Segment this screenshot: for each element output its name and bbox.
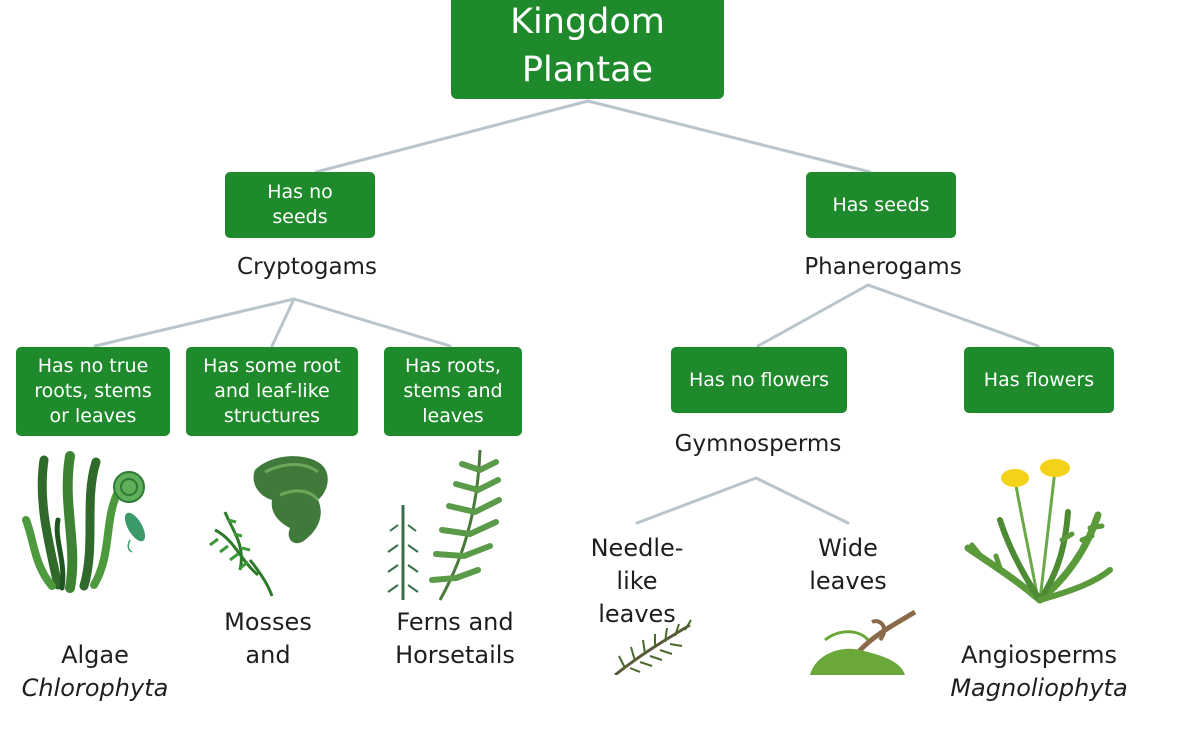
mosses-caption: Mosses and [224, 608, 312, 669]
ferns-caption: Ferns and Horsetails [395, 608, 515, 669]
connector-phanero-noflowers [756, 283, 870, 348]
has-flowers-box: Has flowers [964, 347, 1114, 413]
algae-caption: Algae Chlorophyta [0, 606, 195, 738]
kingdom-plantae-box: Kingdom Plantae [451, 0, 724, 99]
wide-leaves-caption: Wide leaves [809, 534, 887, 595]
connector-crypto-algae [93, 297, 296, 348]
no-true-roots-box: Has no true roots, stems or leaves [16, 347, 170, 436]
algae-scientific-name: Chlorophyta [21, 674, 169, 702]
needle-leaves-caption: Needle- like leaves [590, 534, 684, 628]
needle-leaves-illustration [614, 619, 692, 675]
algae-illustration [22, 451, 146, 593]
has-no-flowers-box: Has no flowers [671, 347, 847, 413]
plant-illustrations [22, 449, 1113, 675]
root-leaf-like-box: Has some root and leaf-like structures [186, 347, 358, 436]
classification-diagram: Kingdom Plantae Has no seeds Cryptogams … [16, 0, 1128, 702]
angiosperms-name: Angiosperms [960, 641, 1118, 669]
angiosperms-caption: Angiosperms Magnoliophyta [929, 606, 1149, 738]
phanerogams-label: Phanerogams [804, 254, 962, 280]
algae-name: Algae [61, 641, 129, 669]
connector-gymno-needle [635, 476, 758, 525]
connector-crypto-mosses [270, 297, 296, 348]
dandelion-illustration [964, 459, 1113, 604]
connector-phanero-flowers [866, 283, 1040, 348]
has-seeds-box: Has seeds [806, 172, 956, 238]
wide-leaves-illustration [810, 609, 917, 675]
connector-gymno-wide [754, 476, 850, 525]
connector-root-right [586, 99, 872, 174]
roots-stems-leaves-box: Has roots, stems and leaves [384, 347, 522, 436]
has-no-seeds-box: Has no seeds [225, 172, 375, 238]
connector-lines [93, 99, 1040, 525]
ferns-illustration [387, 449, 502, 601]
angiosperms-scientific-name: Magnoliophyta [950, 674, 1128, 702]
connector-crypto-ferns [292, 297, 452, 348]
mosses-illustration [209, 456, 328, 597]
cryptogams-label: Cryptogams [237, 254, 377, 280]
gymnosperms-label: Gymnosperms [674, 431, 842, 457]
connector-root-left [314, 99, 590, 174]
